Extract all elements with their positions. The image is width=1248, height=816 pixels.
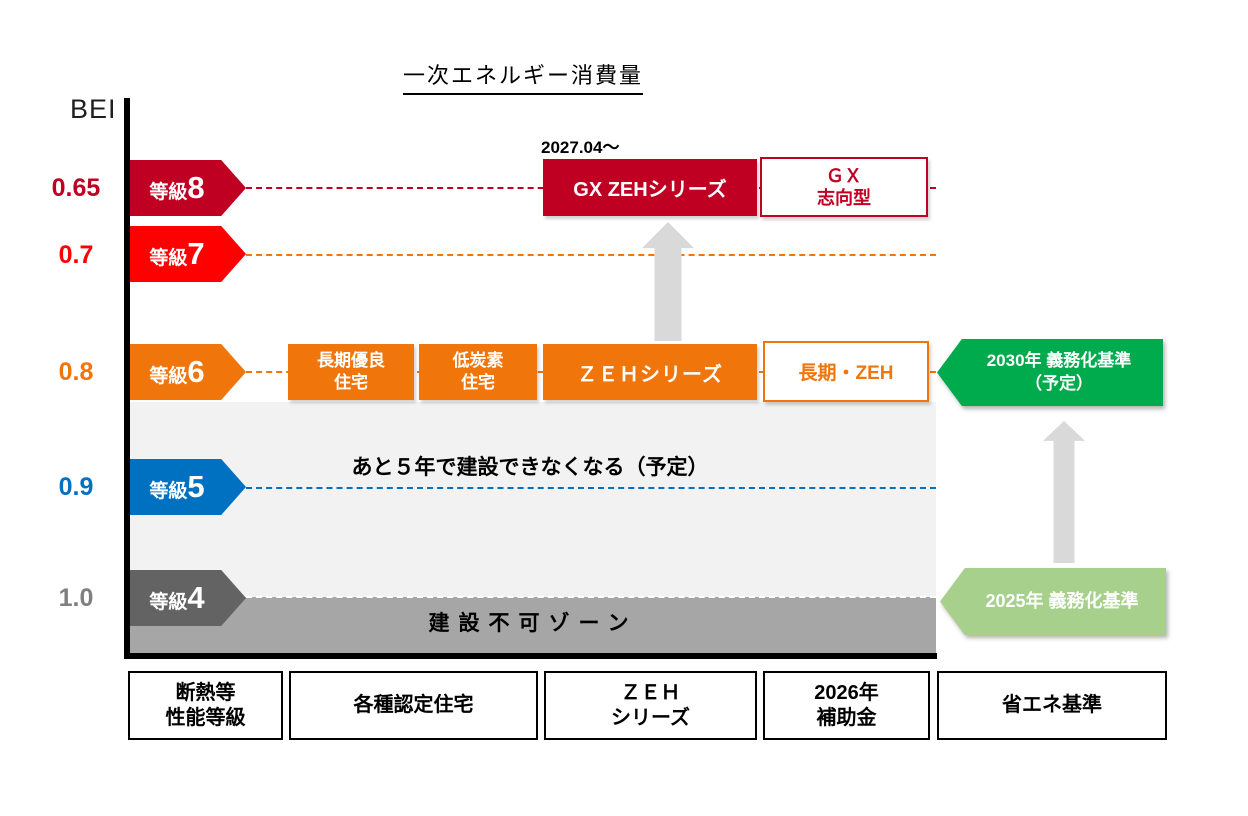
legend-dannetsu-line1: 断熱等 <box>175 681 236 704</box>
grade-arrow-4: 等級4 <box>128 570 246 626</box>
grade-7-number: 7 <box>187 236 205 271</box>
grade-8-prefix: 等級 <box>149 182 188 203</box>
grade-arrow-7: 等級7 <box>128 226 246 282</box>
chouki-zeh-box: 長期・ZEH <box>763 341 929 402</box>
up-arrow-icon <box>642 222 694 341</box>
gx-shikogata-line1: ＧＸ <box>826 165 862 186</box>
grade-8-number: 8 <box>187 170 205 205</box>
milestone-2030-line1: 2030年 義務化基準 <box>986 351 1132 371</box>
grade-4-number: 4 <box>187 580 205 615</box>
grade-arrow-5: 等級5 <box>128 459 246 515</box>
bei-value-0-9: 0.9 <box>58 473 94 501</box>
restricted-zone <box>130 597 936 653</box>
teitanso-line2: 住宅 <box>461 373 495 392</box>
restricted-zone-dashline <box>246 596 936 598</box>
restricted-zone-label: 建設不可ゾーン <box>428 612 638 635</box>
teitanso-line1: 低炭素 <box>452 350 504 370</box>
milestone-2025-arrow: 2025年 義務化基準 <box>940 568 1166 635</box>
grade-7-dashline <box>246 254 936 256</box>
milestone-2025-label: 2025年 義務化基準 <box>985 590 1139 611</box>
grade-4-prefix: 等級 <box>149 592 188 613</box>
legend-box-kakushu-nintei: 各種認定住宅 <box>289 671 538 740</box>
start-date-label: 2027.04～ <box>541 138 620 157</box>
zeh-series-box: ＺＥＨシリーズ <box>543 344 757 400</box>
grade-arrow-6: 等級6 <box>128 344 246 400</box>
grade-arrow-8: 等級8 <box>128 160 246 216</box>
teitanso-jutaku-box: 低炭素 住宅 <box>419 344 537 400</box>
legend-hojokin-line2: 補助金 <box>816 706 877 729</box>
gx-shikogata-box: ＧＸ 志向型 <box>760 157 928 217</box>
legend-box-dannetsu: 断熱等 性能等級 <box>128 671 283 740</box>
legend-box-hojokin: 2026年 補助金 <box>763 671 930 740</box>
x-axis-line <box>124 653 937 659</box>
gx-shikogata-line2: 志向型 <box>817 188 871 208</box>
legend-zeh-line2: シリーズ <box>611 706 690 729</box>
legend-zeh-line1: ＺＥＨ <box>620 681 681 704</box>
grade-5-number: 5 <box>187 469 205 504</box>
five-year-note: あと５年で建設できなくなる（予定） <box>351 456 709 479</box>
bei-axis-label: BEI <box>70 94 117 124</box>
milestone-2030-line2: （予定） <box>1025 373 1093 393</box>
up-arrow-icon <box>1043 421 1085 563</box>
milestone-2030-arrow: 2030年 義務化基準 （予定） <box>937 339 1163 406</box>
legend-box-shoene: 省エネ基準 <box>937 671 1167 740</box>
grade-6-prefix: 等級 <box>149 366 188 387</box>
bei-value-0-7: 0.7 <box>58 241 94 269</box>
legend-kakushu-line1: 各種認定住宅 <box>353 694 474 716</box>
grade-7-prefix: 等級 <box>149 248 188 269</box>
legend-dannetsu-line2: 性能等級 <box>165 706 246 729</box>
y-axis-line <box>124 98 130 659</box>
grade-5-dashline <box>246 487 936 489</box>
legend-shoene-line1: 省エネ基準 <box>1002 694 1102 716</box>
chouki-yuryo-line2: 住宅 <box>334 373 368 392</box>
bei-value-1-0: 1.0 <box>58 584 94 612</box>
zeh-series-label: ＺＥＨシリーズ <box>577 363 723 386</box>
grade-6-number: 6 <box>187 354 205 389</box>
legend-box-zeh-series: ＺＥＨ シリーズ <box>544 671 757 740</box>
grade-5-prefix: 等級 <box>149 481 188 502</box>
chart-title: 一次エネルギー消費量 <box>403 58 644 95</box>
legend-hojokin-line1: 2026年 <box>814 681 879 704</box>
gx-zeh-series-label: GX ZEHシリーズ <box>573 179 727 201</box>
gx-zeh-series-box: GX ZEHシリーズ <box>543 159 757 216</box>
bei-value-0-65: 0.65 <box>51 174 101 202</box>
chouki-yuryo-jutaku-box: 長期優良 住宅 <box>288 344 414 400</box>
chouki-zeh-label: 長期・ZEH <box>798 363 894 384</box>
chouki-yuryo-line1: 長期優良 <box>317 350 385 370</box>
bei-value-0-8: 0.8 <box>58 358 94 386</box>
